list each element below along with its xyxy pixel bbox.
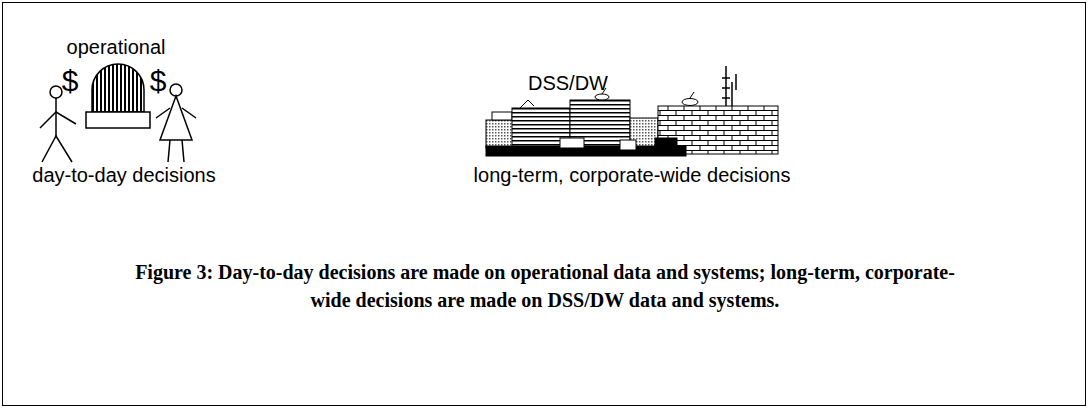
label-text: day-to-day decisions — [32, 164, 215, 186]
figure-caption: Figure 3: Day-to-day decisions are made … — [130, 258, 960, 314]
label-text: operational — [67, 36, 166, 58]
dollar-sign: $ — [62, 64, 79, 97]
man-figure — [40, 86, 76, 162]
label-text: long-term, corporate-wide decisions — [474, 164, 791, 186]
label-text: DSS/DW — [528, 72, 608, 94]
dollar-sign: $ — [150, 64, 167, 97]
frame — [3, 3, 1086, 406]
bank-icon — [86, 64, 150, 128]
city-buildings — [486, 66, 778, 156]
